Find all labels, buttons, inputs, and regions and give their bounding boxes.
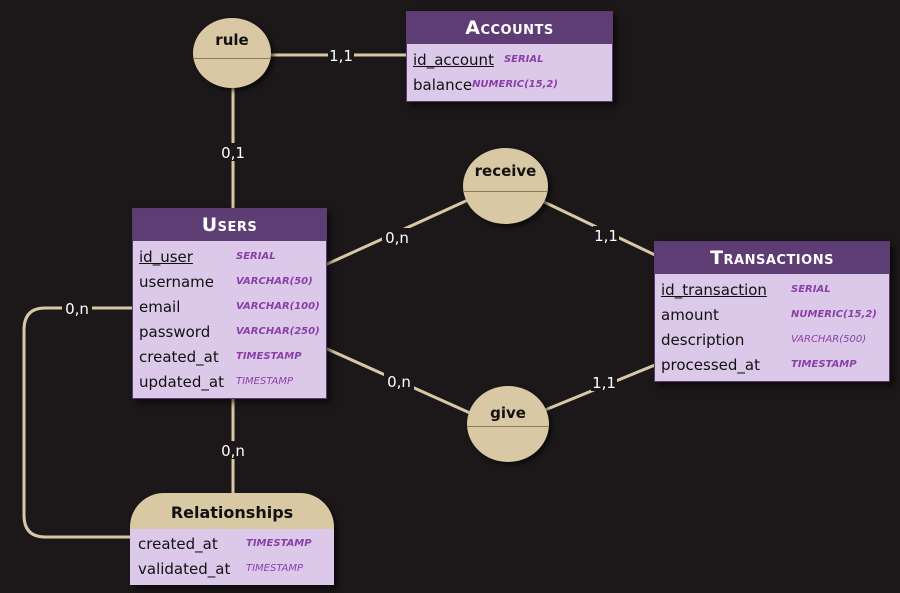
attribute-row: updated_at TIMESTAMP (139, 369, 320, 394)
entity-users-title: Users (133, 209, 326, 241)
cardinality-users-relationships: 0,n (218, 441, 248, 460)
attribute-row: username VARCHAR(50) (139, 269, 320, 294)
attribute-name: created_at (139, 347, 219, 366)
attribute-name: id_account (413, 50, 494, 69)
entity-accounts-title: Accounts (407, 12, 612, 44)
attribute-name: email (139, 297, 181, 316)
attribute-name: validated_at (138, 559, 231, 578)
association-give[interactable]: give (467, 386, 549, 462)
svg-text:1,1: 1,1 (329, 47, 353, 65)
cardinality-rule-accounts: 1,1 (328, 46, 354, 65)
entity-transactions[interactable]: Transactions id_transaction SERIAL amoun… (654, 241, 890, 382)
association-give-divider (467, 426, 549, 427)
attribute-type: TIMESTAMP (236, 351, 302, 362)
svg-text:0,1: 0,1 (221, 144, 245, 162)
svg-text:1,1: 1,1 (594, 227, 618, 245)
attribute-type: NUMERIC(15,2) (791, 309, 877, 320)
cardinality-users-relationships-loop: 0,n (62, 299, 92, 318)
attribute-type: VARCHAR(50) (236, 276, 313, 287)
association-receive-label: receive (474, 162, 537, 180)
attribute-row: id_transaction SERIAL (661, 277, 883, 302)
svg-text:0,n: 0,n (387, 373, 411, 391)
attribute-name: password (139, 322, 211, 341)
attribute-row: validated_at TIMESTAMP (138, 556, 328, 581)
attribute-name: id_transaction (661, 280, 767, 299)
attribute-row: created_at TIMESTAMP (138, 531, 328, 556)
cardinality-give-transactions: 1,1 (591, 373, 617, 392)
association-receive-divider (463, 191, 548, 192)
attribute-row: id_user SERIAL (139, 244, 320, 269)
link-users-relationships-loop (22, 306, 132, 539)
attribute-type: SERIAL (236, 251, 276, 262)
association-relationships[interactable]: Relationships created_at TIMESTAMP valid… (130, 493, 334, 585)
attribute-row: amount NUMERIC(15,2) (661, 302, 883, 327)
attribute-name: description (661, 330, 745, 349)
cardinality-receive-transactions: 1,1 (593, 226, 619, 245)
attribute-row: balance NUMERIC(15,2) (413, 72, 606, 97)
attribute-type: NUMERIC(15,2) (472, 79, 558, 90)
cardinality-users-give: 0,n (384, 372, 414, 391)
attribute-type: VARCHAR(250) (236, 326, 320, 337)
association-rule-divider (193, 58, 271, 59)
attribute-name: balance (413, 75, 473, 94)
attribute-row: email VARCHAR(100) (139, 294, 320, 319)
svg-text:0,n: 0,n (221, 442, 245, 460)
attribute-row: processed_at TIMESTAMP (661, 352, 883, 377)
attribute-row: id_account SERIAL (413, 47, 606, 72)
attribute-name: updated_at (139, 372, 224, 391)
svg-text:1,1: 1,1 (592, 374, 616, 392)
association-give-label: give (490, 404, 526, 422)
entity-users[interactable]: Users id_user SERIAL username VARCHAR(50… (132, 208, 327, 399)
attribute-row: description VARCHAR(500) (661, 327, 883, 352)
svg-text:0,n: 0,n (385, 229, 409, 247)
attribute-type: VARCHAR(100) (236, 301, 320, 312)
attribute-type: TIMESTAMP (246, 563, 304, 574)
attribute-type: SERIAL (791, 284, 831, 295)
association-receive[interactable]: receive (463, 148, 548, 224)
entity-accounts[interactable]: Accounts id_account SERIAL balance NUMER… (406, 11, 613, 102)
svg-text:0,n: 0,n (65, 300, 89, 318)
attribute-name: id_user (139, 247, 193, 266)
cardinality-users-receive: 0,n (382, 228, 412, 247)
attribute-row: created_at TIMESTAMP (139, 344, 320, 369)
association-rule[interactable]: rule (193, 18, 271, 88)
attribute-row: password VARCHAR(250) (139, 319, 320, 344)
attribute-name: processed_at (661, 355, 760, 374)
attribute-name: username (139, 272, 214, 291)
attribute-type: TIMESTAMP (791, 359, 857, 370)
attribute-type: SERIAL (503, 54, 544, 65)
cardinality-rule-users: 0,1 (219, 143, 247, 162)
attribute-name: amount (661, 305, 719, 324)
attribute-type: TIMESTAMP (246, 538, 312, 549)
attribute-name: created_at (138, 534, 218, 553)
association-relationships-title: Relationships (130, 493, 334, 529)
attribute-type: VARCHAR(500) (791, 334, 867, 345)
attribute-type: TIMESTAMP (236, 376, 294, 387)
entity-transactions-title: Transactions (655, 242, 889, 274)
association-rule-label: rule (215, 31, 249, 49)
